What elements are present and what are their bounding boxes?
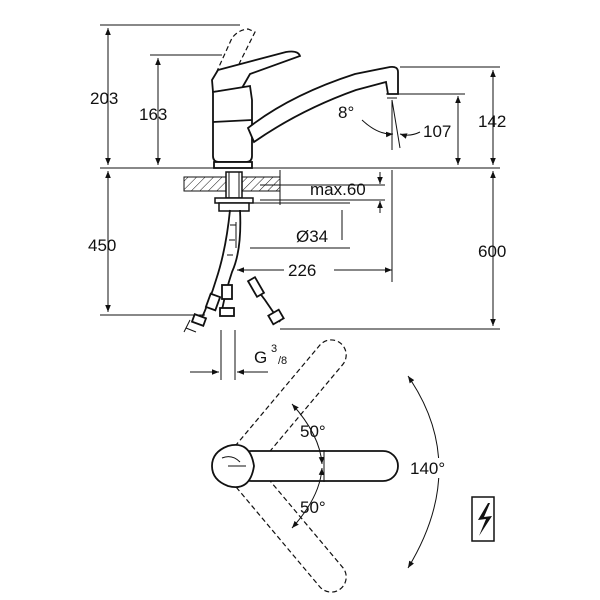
dimension-d34: Ø34 [235, 202, 350, 249]
faucet-body [211, 28, 500, 169]
thread-label-den: /8 [278, 355, 287, 367]
dim-label-107: 107 [423, 122, 451, 141]
hoses [183, 209, 285, 333]
dimension-450: 450 [88, 171, 205, 316]
dimension-203: 203 [90, 24, 240, 165]
dim-label-450: 450 [88, 236, 116, 255]
dim-label-203: 203 [90, 89, 118, 108]
angle-label-bottom: 50° [300, 498, 326, 517]
angle-label-top: 50° [300, 422, 326, 441]
high-voltage-icon [471, 496, 495, 542]
dim-label-8deg: 8° [338, 103, 354, 122]
spout [246, 65, 399, 144]
lever [211, 50, 302, 94]
dimension-max60: max.60 [260, 172, 385, 213]
side-view: 203 163 [88, 24, 506, 380]
top-view: 50° 50° 140° [211, 339, 460, 593]
dim-label-max60: max.60 [310, 180, 366, 199]
angle-label-total: 140° [410, 459, 445, 478]
angle-8deg: 8° [338, 99, 421, 150]
thread-label-g: G [254, 348, 267, 367]
deck-section [183, 170, 281, 212]
dim-label-142: 142 [478, 112, 506, 131]
dimension-163: 163 [139, 54, 222, 165]
dimension-600: 600 [280, 171, 506, 330]
body [212, 84, 253, 163]
dimension-142: 142 [478, 70, 506, 165]
thread-dimension: G 3 /8 [190, 330, 287, 380]
lever-top-center [235, 450, 399, 482]
thread-label-num: 3 [271, 343, 277, 355]
dim-label-600: 600 [478, 242, 506, 261]
dim-label-226: 226 [288, 261, 316, 280]
dimension-107: 107 [395, 93, 465, 165]
dim-label-163: 163 [139, 105, 167, 124]
dimension-226: 226 [237, 170, 393, 282]
dim-label-d34: Ø34 [296, 227, 328, 246]
